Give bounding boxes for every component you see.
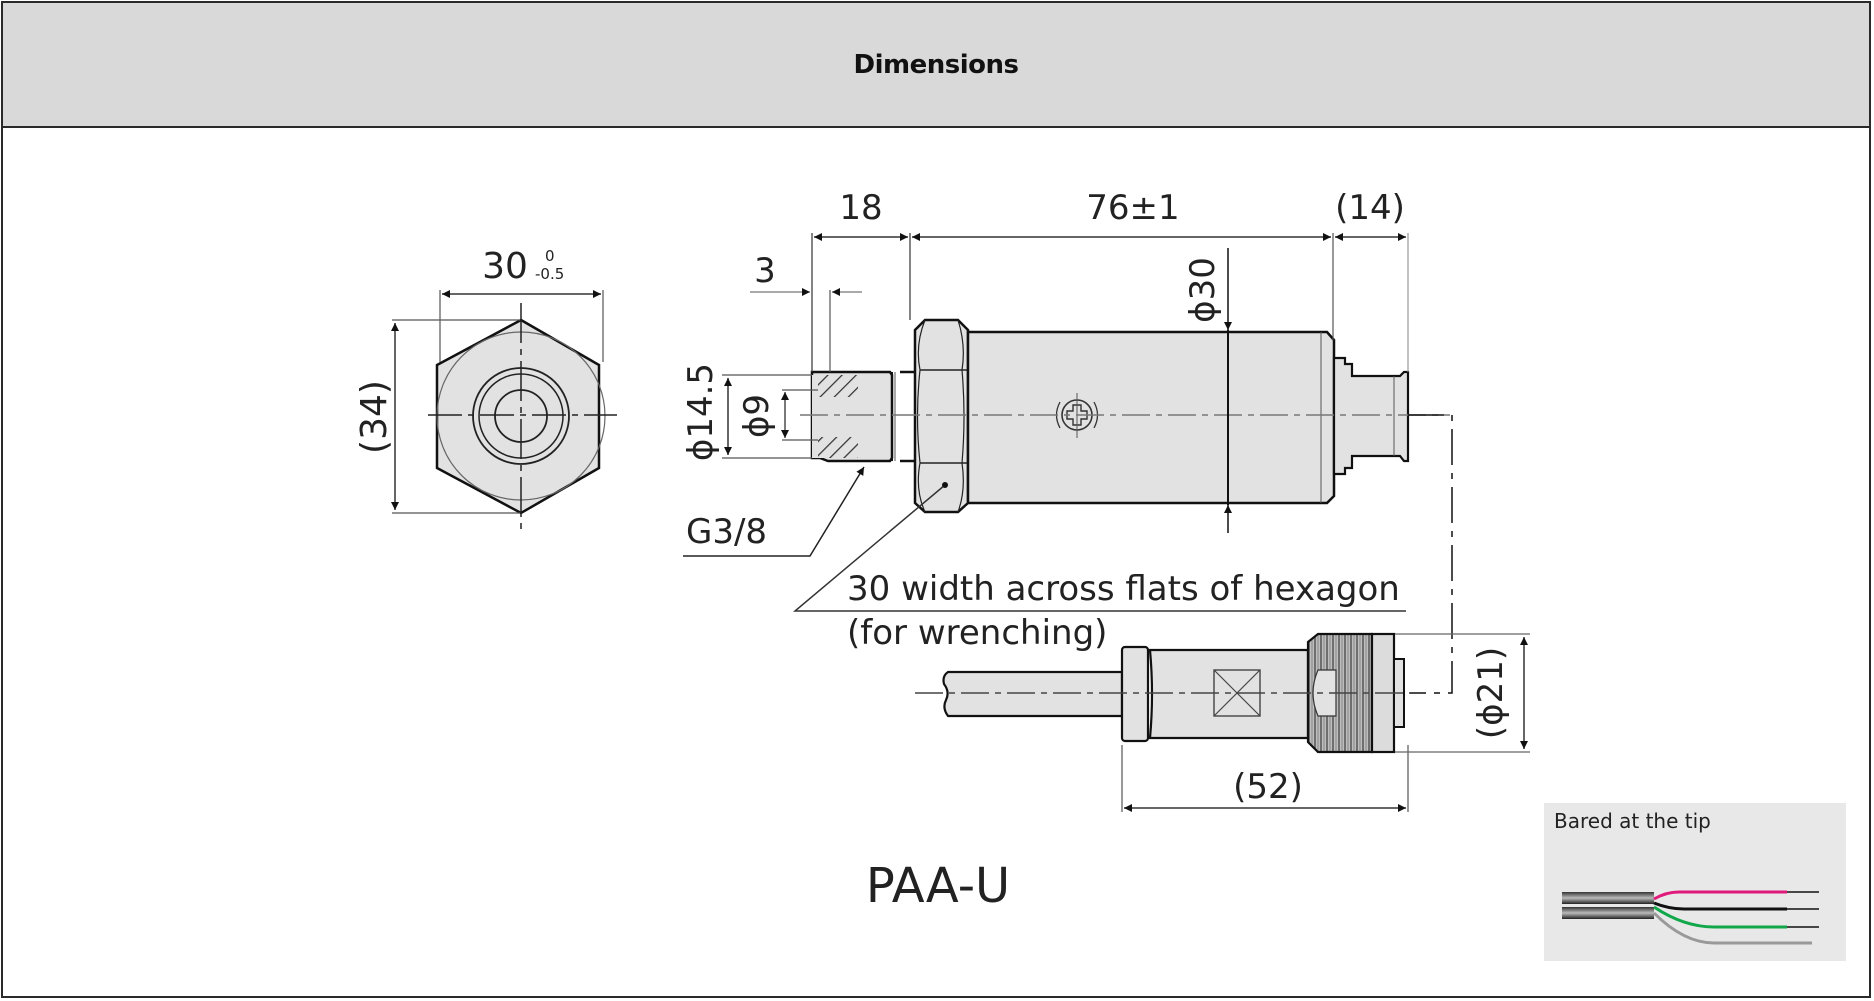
thread-label: G3/8 — [686, 512, 767, 552]
wire-4 — [1652, 911, 1812, 945]
panel-title: Dimensions — [853, 49, 1019, 80]
wire-1 — [1653, 890, 1787, 901]
hex-width-dim: 30 — [482, 246, 528, 287]
cable-jacket-lower — [1562, 907, 1654, 919]
wire-3 — [1653, 905, 1787, 929]
connector-length-dim: (52) — [1233, 767, 1303, 807]
side-view-body — [800, 248, 1450, 533]
bared-cable-illustration — [1562, 890, 1819, 945]
hex-width-tol-upper: 0 — [545, 247, 555, 265]
dim-18: 18 — [839, 188, 882, 228]
hex-height-dim: (34) — [354, 380, 395, 454]
connector-dia-21: (ϕ21) — [1471, 647, 1511, 739]
model-label: PAA-U — [866, 858, 1010, 914]
cable-jacket-upper — [1562, 892, 1654, 904]
connector-view — [915, 632, 1530, 812]
dia-14-5: ϕ14.5 — [681, 363, 721, 461]
side-view-dimensions — [683, 233, 1453, 694]
cable-end-inset: Bared at the tip — [1544, 803, 1846, 961]
front-view-hex — [391, 290, 617, 530]
panel-header: Dimensions — [3, 3, 1869, 128]
hex-note-line1: 30 width across flats of hexagon — [847, 569, 1400, 609]
wire-2 — [1653, 901, 1787, 911]
dia-9: ϕ9 — [737, 394, 777, 438]
dim-3: 3 — [754, 251, 776, 291]
dim-76: 76±1 — [1086, 188, 1179, 228]
dim-14: (14) — [1335, 188, 1405, 228]
hex-width-tol-lower: -0.5 — [535, 265, 564, 283]
dia-30: ϕ30 — [1183, 257, 1223, 323]
hex-note-line2: (for wrenching) — [847, 613, 1107, 653]
inset-title: Bared at the tip — [1554, 809, 1711, 833]
